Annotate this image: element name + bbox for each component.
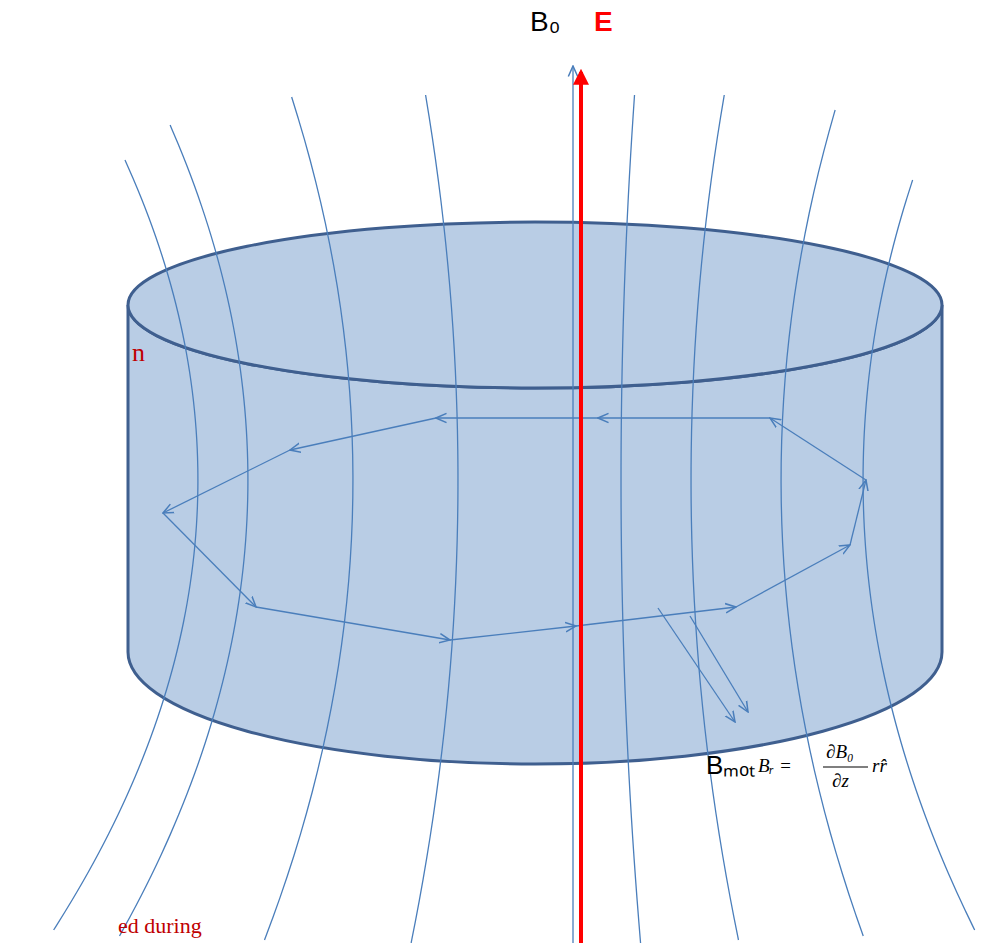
partial-text: ed during <box>118 915 202 937</box>
orbit-segment <box>163 513 256 607</box>
field-line <box>781 110 863 936</box>
field-line <box>54 160 198 930</box>
fraction-bar <box>823 766 868 767</box>
bmot-arrow <box>690 616 748 712</box>
orbit-segment <box>598 417 770 418</box>
orbit-segment <box>290 418 436 450</box>
field-label: B₀ <box>530 8 560 36</box>
equation-part: ∂B₀ <box>826 742 854 761</box>
orbit-segment <box>736 545 850 607</box>
orbit-path <box>163 418 866 640</box>
orbit-segment <box>256 607 450 640</box>
bmot-arrows <box>658 608 748 722</box>
field-lines <box>54 66 975 943</box>
field-line <box>621 95 641 943</box>
equation-part: Bᵣ = <box>758 756 792 775</box>
field-line <box>411 95 458 943</box>
orbit-segment <box>450 626 576 640</box>
field-line <box>572 66 573 943</box>
field-label: E <box>594 8 613 36</box>
orbit-segment <box>436 417 598 418</box>
field-label: Bₘₒₜ <box>706 752 755 778</box>
equation-part: ∂z <box>832 771 849 790</box>
orbit-segment <box>850 480 866 545</box>
field-line <box>264 97 352 940</box>
field-line <box>863 180 975 930</box>
partial-text: n <box>132 340 145 366</box>
bmot-arrow <box>658 608 735 722</box>
cylinder-top <box>128 222 942 388</box>
orbit-segment <box>576 607 736 626</box>
field-line <box>691 95 738 940</box>
orbit-segment <box>770 418 866 480</box>
e-field-arrow <box>579 72 583 943</box>
field-line <box>120 125 248 936</box>
cylinder <box>128 222 942 764</box>
equation-part: rr̂ <box>872 756 887 775</box>
orbit-segment <box>163 450 290 513</box>
